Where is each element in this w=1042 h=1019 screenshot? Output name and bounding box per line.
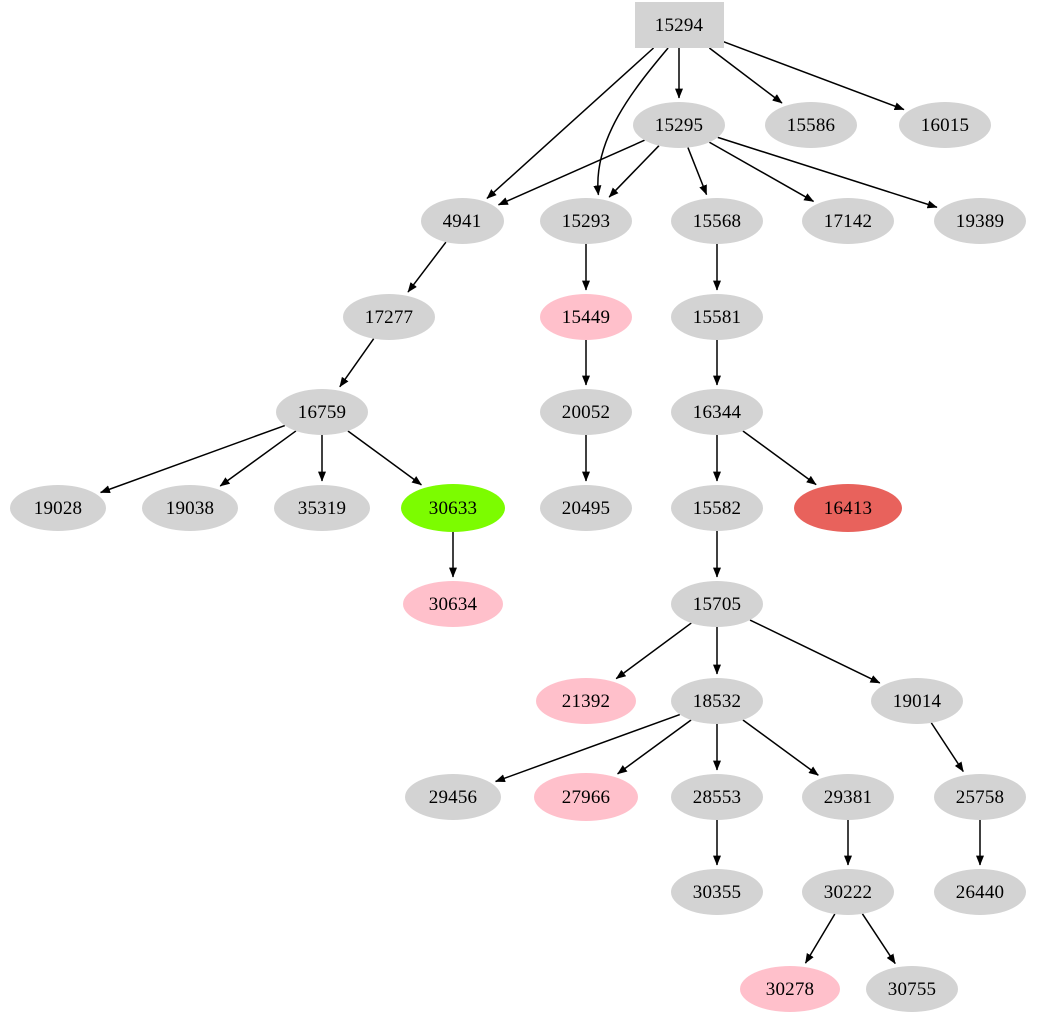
graph-node-15295[interactable]: 15295 [633, 102, 725, 148]
graph-node-21392[interactable]: 21392 [536, 678, 636, 724]
graph-node-label: 17277 [364, 306, 414, 328]
graph-node-19038[interactable]: 19038 [142, 485, 238, 531]
graph-node-15449[interactable]: 15449 [540, 294, 632, 340]
graph-node-label: 30634 [428, 593, 478, 615]
graph-node-35319[interactable]: 35319 [274, 485, 370, 531]
graph-node-29381[interactable]: 29381 [802, 774, 894, 820]
graph-node-27966[interactable]: 27966 [534, 773, 638, 821]
graph-node-label: 20495 [561, 497, 611, 519]
graph-node-label: 15293 [561, 210, 611, 232]
graph-node-17142[interactable]: 17142 [802, 198, 894, 244]
graph-node-label: 16344 [692, 401, 742, 423]
graph-node-19028[interactable]: 19028 [10, 485, 106, 531]
graph-node-30222[interactable]: 30222 [802, 869, 894, 915]
graph-node-label: 16015 [920, 114, 970, 136]
graph-node-30278[interactable]: 30278 [740, 966, 840, 1012]
graph-node-15293[interactable]: 15293 [540, 198, 632, 244]
graph-node-label: 19028 [33, 497, 83, 519]
graph-node-15581[interactable]: 15581 [671, 294, 763, 340]
graph-node-30755[interactable]: 30755 [866, 966, 958, 1012]
graph-node-label: 15294 [654, 14, 704, 36]
graph-node-label: 15295 [654, 114, 704, 136]
graph-node-label: 35319 [297, 497, 347, 519]
graph-node-label: 16413 [823, 497, 873, 519]
graph-node-label: 20052 [561, 401, 611, 423]
graph-node-label: 15449 [561, 306, 611, 328]
graph-node-28553[interactable]: 28553 [671, 774, 763, 820]
graph-node-29456[interactable]: 29456 [405, 774, 501, 820]
graph-node-label: 30278 [765, 978, 815, 1000]
graph-node-label: 4941 [442, 210, 482, 232]
graph-node-label: 30633 [428, 497, 478, 519]
graph-node-16344[interactable]: 16344 [671, 389, 763, 435]
graph-node-19389[interactable]: 19389 [934, 198, 1026, 244]
graph-node-label: 30222 [823, 881, 873, 903]
graph-node-30633[interactable]: 30633 [401, 484, 505, 532]
graph-node-label: 25758 [955, 786, 1005, 808]
graph-node-label: 18532 [692, 690, 742, 712]
graph-node-20052[interactable]: 20052 [540, 389, 632, 435]
graph-node-26440[interactable]: 26440 [934, 869, 1026, 915]
graph-node-15586[interactable]: 15586 [765, 102, 857, 148]
graph-node-19014[interactable]: 19014 [871, 678, 963, 724]
graph-node-label: 19038 [165, 497, 215, 519]
graph-node-15294[interactable]: 15294 [634, 2, 724, 48]
graph-node-label: 30755 [887, 978, 937, 1000]
graph-node-label: 15581 [692, 306, 742, 328]
graph-node-label: 19389 [955, 210, 1005, 232]
graph-node-label: 17142 [823, 210, 873, 232]
graph-node-label: 15705 [692, 593, 742, 615]
graph-node-18532[interactable]: 18532 [671, 678, 763, 724]
graph-node-15568[interactable]: 15568 [671, 198, 763, 244]
graph-node-16015[interactable]: 16015 [899, 102, 991, 148]
graph-node-label: 21392 [561, 690, 611, 712]
graph-node-label: 26440 [955, 881, 1005, 903]
graph-node-label: 30355 [692, 881, 742, 903]
graph-node-label: 28553 [692, 786, 742, 808]
graph-node-label: 15586 [786, 114, 836, 136]
graph-node-16413[interactable]: 16413 [794, 484, 902, 532]
graph-node-17277[interactable]: 17277 [343, 294, 435, 340]
graph-node-25758[interactable]: 25758 [934, 774, 1026, 820]
graph-node-15582[interactable]: 15582 [671, 485, 763, 531]
graph-node-4941[interactable]: 4941 [420, 198, 504, 244]
graph-node-label: 15568 [692, 210, 742, 232]
graph-node-30355[interactable]: 30355 [671, 869, 763, 915]
graph-node-label: 27966 [561, 786, 611, 808]
graph-node-30634[interactable]: 30634 [403, 581, 503, 627]
graph-node-20495[interactable]: 20495 [540, 485, 632, 531]
graph-node-16759[interactable]: 16759 [276, 389, 368, 435]
graph-node-label: 16759 [297, 401, 347, 423]
graph-node-label: 15582 [692, 497, 742, 519]
graph-node-label: 19014 [892, 690, 942, 712]
graph-node-label: 29381 [823, 786, 873, 808]
graph-node-15705[interactable]: 15705 [671, 581, 763, 627]
graph-node-label: 29456 [428, 786, 478, 808]
